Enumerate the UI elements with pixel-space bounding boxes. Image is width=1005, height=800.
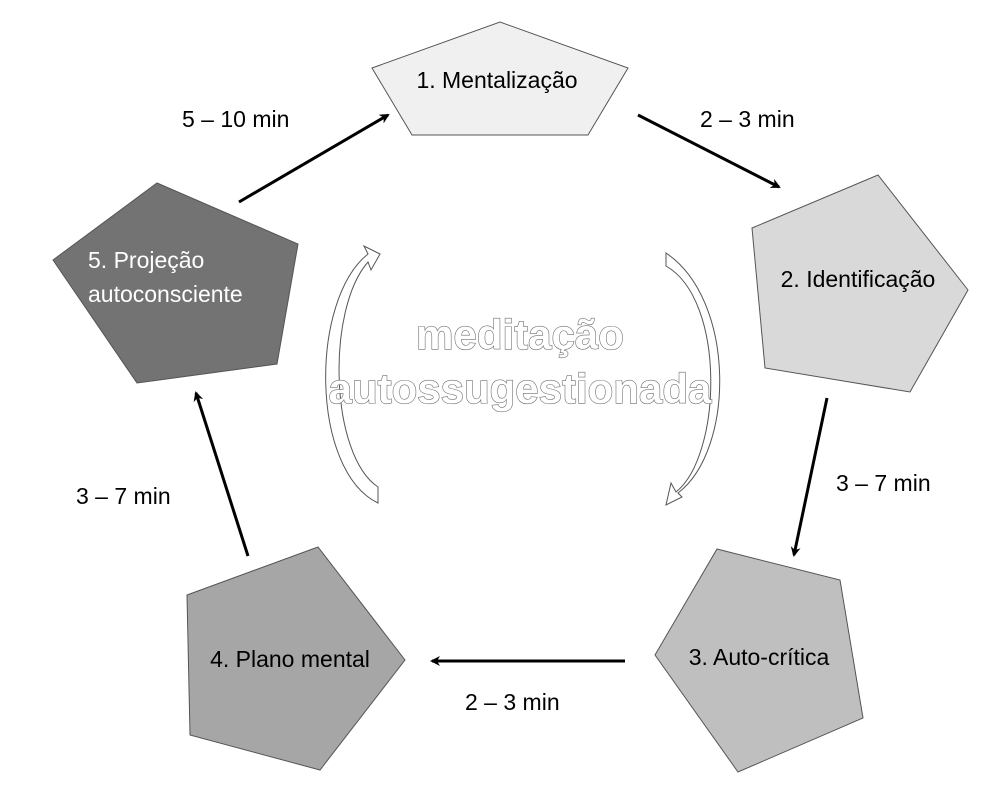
step-1-pentagon: [371, 21, 629, 136]
step-3-node: 3. Auto-crítica: [654, 548, 864, 773]
cycle-arrow-left-icon: [325, 244, 381, 504]
step-1-label: 1. Mentalização: [416, 67, 577, 93]
arrow-1-to-2: [637, 113, 781, 189]
cycle-arrow-right-icon: [665, 252, 721, 506]
arrow-2-to-3: [790, 397, 829, 557]
step-5-label: 5. Projeção autoconsciente: [88, 247, 243, 307]
center-title-line2: autossugestionada: [329, 365, 712, 412]
step-5-pentagon: [52, 182, 299, 384]
step-1-node: 1. Mentalização: [371, 21, 629, 136]
step-3-pentagon: [654, 548, 864, 773]
duration-1-to-2: 2 – 3 min: [700, 106, 795, 132]
duration-4-to-5: 3 – 7 min: [76, 483, 171, 509]
step-3-label: 3. Auto-crítica: [689, 644, 830, 670]
arrow-5-to-1: [238, 113, 390, 204]
center-title-line1: meditação: [416, 311, 624, 358]
step-4-pentagon: [186, 546, 406, 771]
step-2-node: 2. Identificação: [751, 174, 969, 393]
duration-3-to-4: 2 – 3 min: [465, 689, 560, 715]
step-2-label: 2. Identificação: [781, 266, 936, 292]
duration-5-to-1: 5 – 10 min: [182, 106, 289, 132]
arrow-4-to-5: [193, 391, 250, 557]
transition-arrows: [193, 113, 829, 666]
step-4-node: 4. Plano mental: [186, 546, 406, 771]
duration-2-to-3: 3 – 7 min: [836, 470, 931, 496]
center-cycle-arrows: [325, 244, 721, 506]
step-5-node: 5. Projeção autoconsciente: [52, 182, 299, 384]
step-2-pentagon: [751, 174, 969, 393]
step-4-label: 4. Plano mental: [210, 646, 370, 672]
